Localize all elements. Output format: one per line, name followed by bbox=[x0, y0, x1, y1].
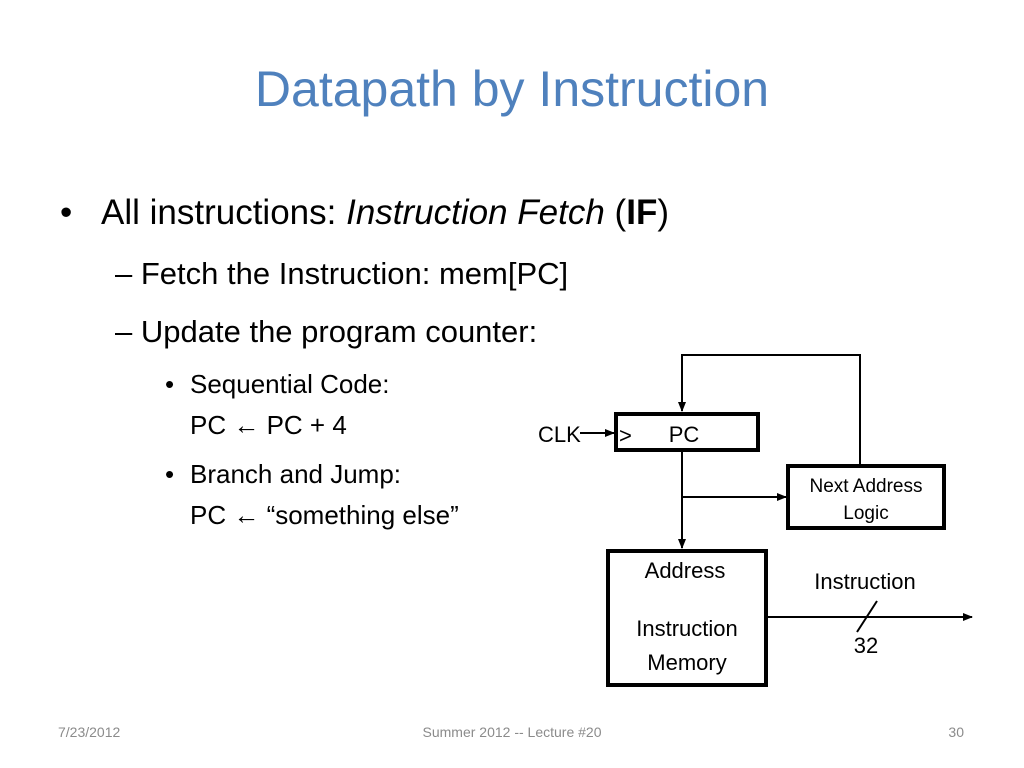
slide-title: Datapath by Instruction bbox=[254, 61, 770, 117]
subbullet-fetch: – Fetch the Instruction: mem[PC] bbox=[115, 256, 568, 292]
bullet-dot-icon: • bbox=[165, 369, 175, 399]
pc-label: PC bbox=[669, 422, 700, 447]
branch-expression: PC ← “something else” bbox=[190, 500, 459, 530]
sequential-expression: PC ← PC + 4 bbox=[190, 410, 347, 440]
footer-course: Summer 2012 -- Lecture #20 bbox=[422, 724, 602, 740]
bullet-bold-text: IF bbox=[626, 193, 658, 232]
branch-label: Branch and Jump: bbox=[190, 459, 402, 489]
subsubbullet-branch-text: Branch and Jump: PC ← “something else” bbox=[190, 454, 459, 536]
clk-label: CLK bbox=[538, 422, 581, 447]
bullet-plain-text: All instructions: bbox=[101, 193, 347, 232]
clock-marker-icon: > bbox=[619, 423, 632, 448]
next-address-logic-label: Logic bbox=[843, 503, 888, 524]
bullet-italic-text: Instruction Fetch bbox=[346, 193, 605, 232]
next-address-logic-box bbox=[786, 464, 946, 530]
subbullet-fetch-text: Fetch the Instruction: mem[PC] bbox=[140, 256, 569, 291]
bus-width-slash bbox=[856, 600, 878, 633]
memory-memory-label: Memory bbox=[647, 650, 726, 675]
dash-icon: – bbox=[115, 314, 133, 349]
pc-register bbox=[614, 412, 760, 452]
subbullet-update-text: Update the program counter: bbox=[140, 314, 538, 349]
sequential-label: Sequential Code: bbox=[190, 369, 390, 399]
instruction-output-label: Instruction bbox=[814, 569, 916, 594]
memory-address-label: Address bbox=[645, 558, 726, 583]
footer-date: 7/23/2012 bbox=[58, 724, 121, 740]
bullet-dot-icon: • bbox=[60, 193, 73, 232]
next-address-label: Next Address bbox=[810, 476, 923, 497]
feedback-wire bbox=[678, 354, 861, 466]
subbullet-update: – Update the program counter: bbox=[115, 314, 537, 350]
dash-icon: – bbox=[115, 256, 133, 291]
subsubbullet-sequential-text: Sequential Code: PC ← PC + 4 bbox=[190, 364, 389, 446]
paren-close: ) bbox=[657, 193, 669, 232]
bullet-text: All instructions: Instruction Fetch (IF) bbox=[101, 193, 669, 233]
bullet-dot-icon: • bbox=[165, 459, 175, 489]
bus-width-label: 32 bbox=[854, 633, 878, 658]
paren-open: ( bbox=[604, 193, 627, 232]
memory-instruction-label: Instruction bbox=[636, 616, 738, 641]
footer-page-number: 30 bbox=[948, 724, 964, 740]
instruction-memory-box bbox=[606, 549, 768, 687]
